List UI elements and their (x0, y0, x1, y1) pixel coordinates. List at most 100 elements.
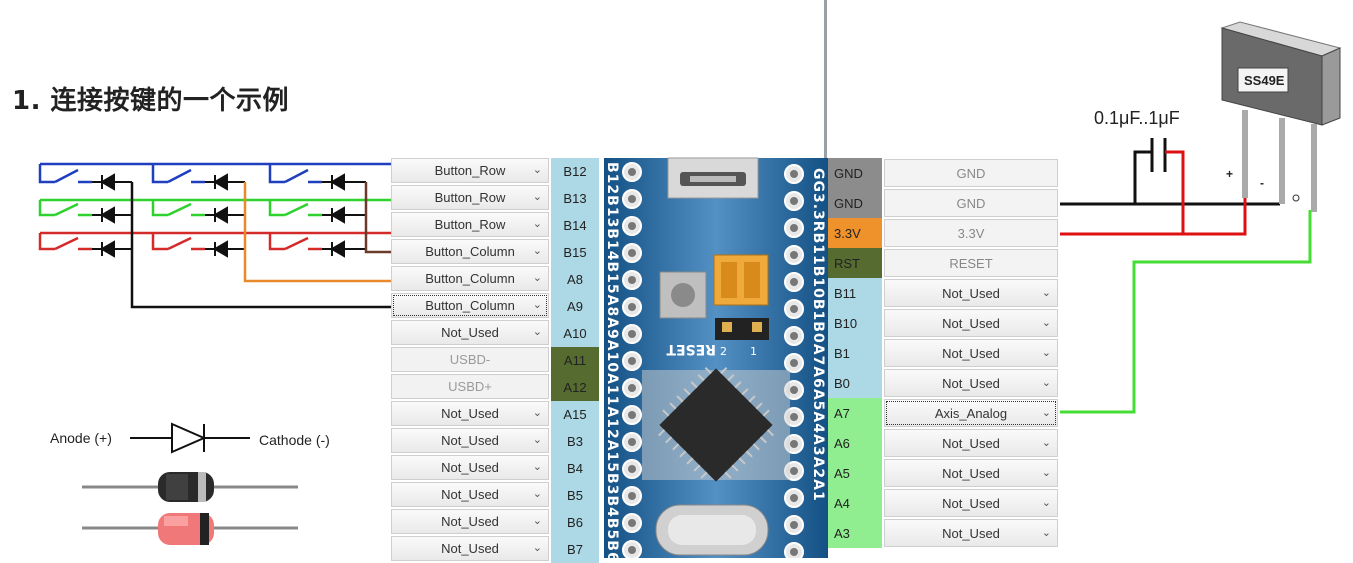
right-pin-config-select[interactable]: Axis_Analog⌄ (884, 399, 1058, 427)
left-pin-config-value: Not_Used (441, 433, 499, 448)
diode-array (92, 173, 366, 258)
right-pin-label: B10 (828, 308, 882, 338)
left-pin-config-select[interactable]: Button_Column ⌄ (391, 266, 549, 291)
column-wire-brown (364, 182, 392, 254)
chevron-down-icon[interactable]: ⌄ (1041, 287, 1051, 299)
right-pin-config-select[interactable]: Not_Used ⌄ (884, 279, 1058, 307)
board-pad-hole (628, 330, 636, 338)
chevron-down-icon[interactable]: ⌄ (532, 272, 542, 284)
chevron-down-icon[interactable]: ⌄ (532, 245, 542, 257)
chevron-down-icon[interactable]: ⌄ (532, 461, 542, 473)
chevron-down-icon[interactable]: ⌄ (532, 488, 542, 500)
cathode-label: Cathode (-) (259, 432, 330, 448)
left-pin-config-value: Button_Column (425, 271, 515, 286)
chevron-down-icon[interactable]: ⌄ (1041, 497, 1051, 509)
chevron-down-icon[interactable]: ⌄ (532, 515, 542, 527)
right-pin-config-value: Not_Used (942, 285, 1000, 301)
chevron-down-icon[interactable]: ⌄ (532, 542, 542, 554)
capacitor-symbol (1133, 138, 1185, 234)
chevron-down-icon[interactable]: ⌄ (532, 191, 542, 203)
board-pad-hole (628, 168, 636, 176)
chevron-down-icon[interactable]: ⌄ (1041, 317, 1051, 329)
right-pin-config-select: 3.3V (884, 219, 1058, 247)
board-pad-hole (628, 465, 636, 473)
chevron-down-icon[interactable]: ⌄ (1041, 527, 1051, 539)
left-pin-label: B12 (551, 158, 599, 185)
left-pin-config-select[interactable]: Not_Used⌄ (391, 536, 549, 561)
left-pin-label: A11 (551, 347, 599, 374)
left-pin-label: B13 (551, 185, 599, 212)
left-pin-label: A8 (551, 266, 599, 293)
board-right-pin-text: GG3.3RB11B10B1B0A7A6A5A4A3A2A1 (810, 168, 826, 502)
chevron-down-icon[interactable]: ⌄ (532, 407, 542, 419)
right-pin-config-select[interactable]: Not_Used ⌄ (884, 489, 1058, 517)
right-pin-label: 3.3V (828, 218, 882, 248)
board-pad-hole (790, 197, 798, 205)
left-pin-config-value: Not_Used (441, 460, 499, 475)
right-pin-label: A3 (828, 518, 882, 548)
board-pad-hole (790, 251, 798, 259)
chevron-down-icon[interactable]: ⌄ (1041, 377, 1051, 389)
chevron-down-icon[interactable]: ⌄ (532, 299, 542, 311)
right-pin-config-select[interactable]: Not_Used⌄ (884, 519, 1058, 547)
left-pin-config-value: Not_Used (441, 487, 499, 502)
chevron-down-icon[interactable]: ⌄ (532, 434, 542, 446)
chevron-down-icon[interactable]: ⌄ (1041, 437, 1051, 449)
left-pin-label: A15 (551, 401, 599, 428)
left-pin-config-value: Button_Row (434, 163, 506, 178)
chevron-down-icon[interactable]: ⌄ (1041, 407, 1051, 419)
chevron-down-icon[interactable]: ⌄ (532, 164, 542, 176)
right-pin-config-select[interactable]: Not_Used⌄ (884, 429, 1058, 457)
right-pin-label: B0 (828, 368, 882, 398)
right-pin-config-select: RESET (884, 249, 1058, 277)
right-pin-config-select[interactable]: Not_Used⌄ (884, 339, 1058, 367)
board-pad-hole (790, 332, 798, 340)
board-pad-hole (790, 413, 798, 421)
usb-connector (667, 157, 759, 199)
right-pin-config-select[interactable]: Not_Used⌄ (884, 459, 1058, 487)
chevron-down-icon[interactable]: ⌄ (532, 326, 542, 338)
left-pin-config-select[interactable]: Not_Used ⌄ (391, 482, 549, 507)
right-pin-config-select[interactable]: Not_Used ⌄ (884, 309, 1058, 337)
board-pad-hole (790, 467, 798, 475)
column-wire-black (130, 182, 392, 309)
left-pin-config-select[interactable]: Button_Row ⌄ (391, 212, 549, 237)
left-pin-label: B5 (551, 482, 599, 509)
left-pin-config-select[interactable]: Not_Used ⌄ (391, 401, 549, 426)
board-reset-text: RESET (666, 341, 716, 357)
capacitor-label: 0.1μF..1μF (1094, 108, 1180, 128)
left-pin-config-value: Button_Row (434, 217, 506, 232)
left-pin-label: B4 (551, 455, 599, 482)
right-pin-config-value: Not_Used (942, 315, 1000, 331)
right-pin-label: B1 (828, 338, 882, 368)
left-pin-config-select[interactable]: Not_Used ⌄ (391, 428, 549, 453)
left-pin-config-select[interactable]: Button_Column⌄ (391, 293, 549, 318)
row-wire-red (38, 231, 392, 251)
chevron-down-icon[interactable]: ⌄ (1041, 347, 1051, 359)
left-pin-config-select[interactable]: Button_Row ⌄ (391, 158, 549, 183)
right-pin-label: A4 (828, 488, 882, 518)
jumper-label-2: 2 (720, 345, 727, 358)
panel-divider (824, 0, 827, 160)
chevron-down-icon[interactable]: ⌄ (532, 218, 542, 230)
board-pad-hole (790, 548, 798, 556)
left-pin-label: B14 (551, 212, 599, 239)
left-pin-config-select[interactable]: Button_Row⌄ (391, 185, 549, 210)
left-pin-config-value: Not_Used (441, 406, 499, 421)
left-pin-config-select[interactable]: Not_Used⌄ (391, 320, 549, 345)
board-pad-hole (790, 170, 798, 178)
board-pad-hole (628, 546, 636, 554)
left-pin-config-value: USBD+ (448, 379, 492, 394)
right-pin-config-value: Not_Used (942, 495, 1000, 511)
diode-black-photo (82, 472, 298, 502)
right-pin-config-select[interactable]: Not_Used⌄ (884, 369, 1058, 397)
page-title: 1. 连接按键的一个示例 (12, 86, 290, 116)
left-pin-config-select[interactable]: Not_Used⌄ (391, 509, 549, 534)
board-pad-hole (790, 521, 798, 529)
chevron-down-icon[interactable]: ⌄ (1041, 467, 1051, 479)
left-pin-config-select[interactable]: Not_Used ⌄ (391, 455, 549, 480)
left-pin-config-select[interactable]: Button_Column⌄ (391, 239, 549, 264)
diode-legend-graphic (82, 422, 298, 545)
ss49e-sensor (1220, 21, 1342, 212)
